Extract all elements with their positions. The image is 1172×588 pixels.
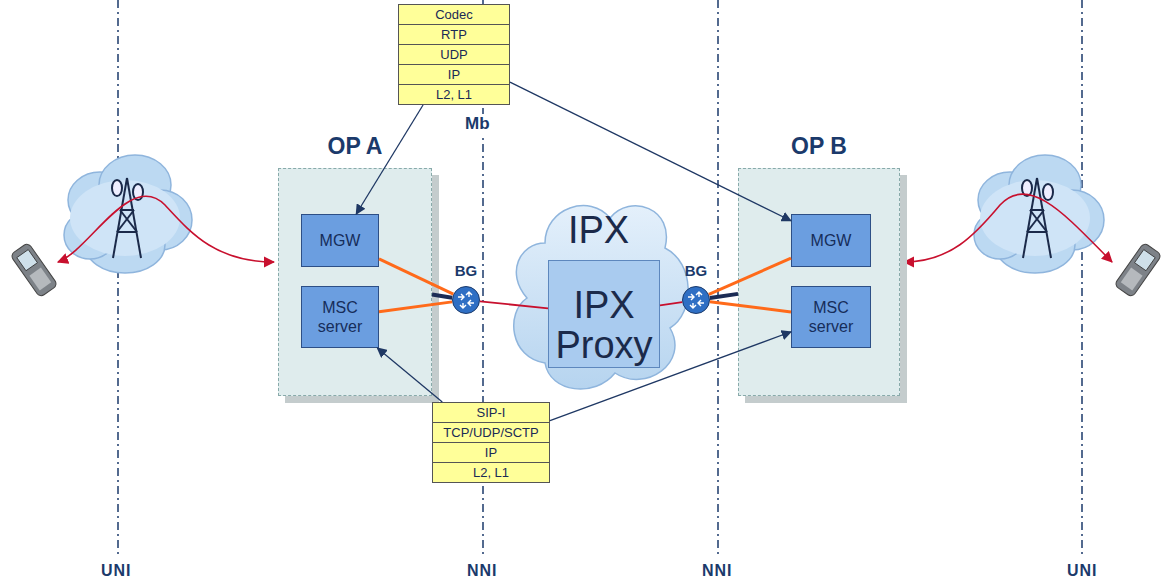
label-holder: NNI: [699, 562, 736, 580]
gateway-label: BG: [672, 262, 720, 280]
connector: [432, 294, 452, 297]
connector: [510, 82, 791, 221]
boundary-line: [717, 0, 719, 556]
radio-path: [58, 196, 274, 262]
node-label: MSC server: [796, 298, 866, 336]
protocol-layer: Codec: [399, 5, 509, 25]
label-holder: NNI: [464, 562, 501, 580]
boundary-line: [1081, 0, 1083, 556]
connector: [379, 259, 453, 294]
label-holder: Mb: [462, 114, 493, 134]
label-holder: UNI: [1064, 562, 1101, 580]
border-gateway: BG: [682, 286, 710, 314]
protocol-stack: SIP-ITCP/UDP/SCTPIPL2, L1: [432, 402, 550, 483]
node-label: MSC server: [306, 298, 374, 336]
interface-name: Mb: [462, 114, 493, 134]
interface-boundary-label: NNI: [464, 562, 501, 580]
mobile-phone: [10, 242, 58, 297]
operator-network: OP AMGWMSC server: [278, 168, 432, 396]
connector: [710, 302, 791, 312]
radio-tower: [1022, 178, 1053, 258]
connector: [377, 348, 442, 402]
protocol-layer: TCP/UDP/SCTP: [433, 423, 549, 443]
mobile-phone: [1114, 242, 1162, 297]
radio-tower: [112, 178, 143, 258]
operator-network: OP BMGWMSC server: [738, 168, 900, 396]
protocol-layer: IP: [433, 443, 549, 463]
gateway-box: MGW: [791, 214, 871, 267]
connector: [356, 105, 423, 214]
interface-boundary-label: NNI: [699, 562, 736, 580]
proxy-box: IPX Proxy: [548, 260, 660, 368]
radio-path: [904, 194, 1112, 262]
connector: [379, 302, 452, 312]
router-icon: [452, 286, 480, 314]
protocol-layer: L2, L1: [433, 463, 549, 482]
boundary-line: [117, 0, 119, 556]
gateway-box: MGW: [301, 214, 379, 267]
interface-boundary-label: UNI: [1064, 562, 1101, 580]
protocol-layer: UDP: [399, 45, 509, 65]
ipx-cloud: IPX IPX Proxy: [505, 188, 692, 396]
server-box: MSC server: [301, 286, 379, 348]
network-title: IPX: [505, 188, 692, 250]
connector: [710, 294, 738, 298]
node-label: MGW: [320, 231, 361, 250]
connector: [550, 332, 791, 421]
gateway-label: BG: [442, 262, 490, 280]
connector: [709, 258, 791, 294]
connector: [660, 302, 682, 305]
interface-boundary-label: UNI: [98, 562, 135, 580]
node-label: MGW: [811, 231, 852, 250]
radio-cloud: [974, 155, 1104, 273]
protocol-layer: IP: [399, 65, 509, 85]
node-label: IPX Proxy: [552, 263, 656, 365]
border-gateway: BG: [452, 286, 480, 314]
protocol-layer: L2, L1: [399, 85, 509, 104]
protocol-layer: RTP: [399, 25, 509, 45]
protocol-stack: CodecRTPUDPIPL2, L1: [398, 4, 510, 105]
label-holder: UNI: [98, 562, 135, 580]
router-icon: [682, 286, 710, 314]
connector: [480, 301, 548, 308]
server-box: MSC server: [791, 286, 871, 348]
protocol-layer: SIP-I: [433, 403, 549, 423]
